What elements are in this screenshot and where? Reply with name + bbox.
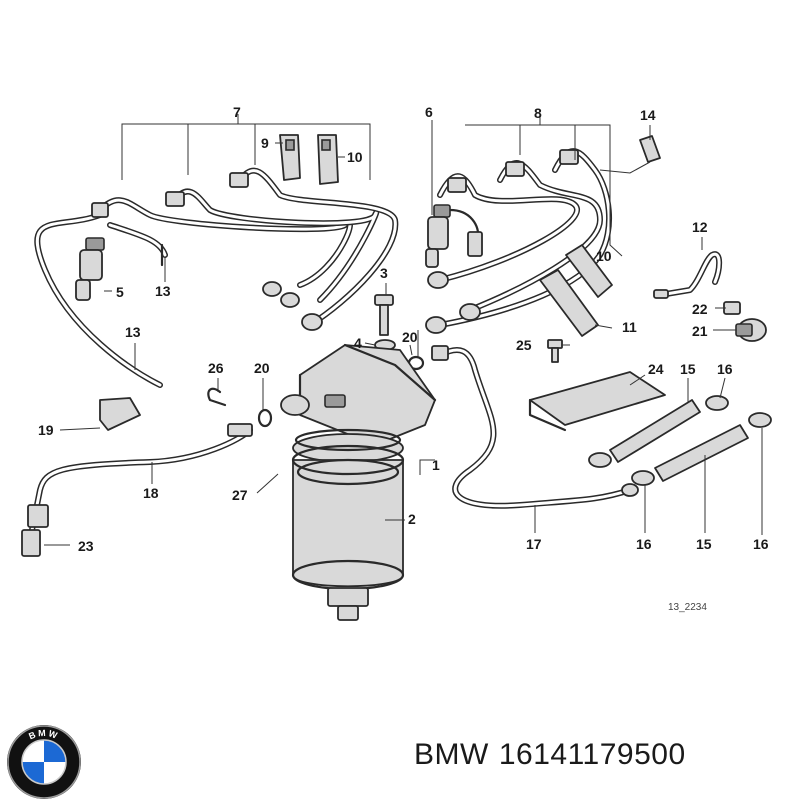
pipe-clips-right [539,244,613,337]
callout-13-lower: 13 [125,324,141,340]
callout-2: 2 [408,511,416,527]
pipe-nut [91,202,109,218]
drawing-number: 13_2234 [668,602,707,613]
injection-pipes-left [34,167,399,388]
fuel-filter [291,433,405,621]
pipe-nut [262,281,282,297]
callout-20-left: 20 [254,360,270,376]
callout-7: 7 [233,104,241,120]
callout-6: 6 [425,104,433,120]
pipe-nut [229,172,249,188]
brand-name: BMW [414,738,489,771]
callout-25: 25 [516,337,532,353]
callout-5: 5 [116,284,124,300]
pipe-nut [165,191,185,207]
part-caption: BMW 16141179500 [414,738,686,772]
callout-12: 12 [692,219,708,235]
parts-diagram: 1 2 3 4 5 6 7 8 9 10 10 11 12 13 13 14 1… [21,104,772,621]
svg-text:BMW: BMW [27,728,60,742]
part-14-sleeve [639,135,661,163]
seal-ring [294,428,402,452]
callout-8: 8 [534,105,542,121]
callout-13-upper: 13 [155,283,171,299]
callout-11: 11 [622,319,637,335]
callout-labels: 1 2 3 4 5 6 7 8 9 10 10 11 12 13 13 14 1… [38,104,769,613]
callout-27: 27 [232,487,248,503]
bmw-logo: BMW [7,725,81,799]
callout-10-top: 10 [347,149,363,165]
callout-15-lower: 15 [696,536,712,552]
parts-21-22 [723,301,767,342]
callout-23: 23 [78,538,94,554]
callout-16-right: 16 [753,536,769,552]
injection-pipes-right [425,148,613,334]
callout-22: 22 [692,301,708,317]
clip-26 [207,387,227,407]
callout-21: 21 [692,323,708,339]
callout-26: 26 [208,360,224,376]
callout-15-upper: 15 [680,361,696,377]
leader-lines [44,114,763,546]
filter-head [280,343,437,446]
pipe-clips-top [279,134,339,185]
callout-10-right: 10 [596,248,612,264]
bracket-24 [528,339,666,432]
callout-19: 19 [38,422,54,438]
part-number: 16141179500 [498,738,686,771]
callout-4: 4 [354,335,362,351]
logo-text: BMW [27,728,58,742]
callout-16-upper: 16 [717,361,733,377]
injector-left [75,237,105,301]
pipe-nut [301,313,323,331]
callout-20-upper: 20 [402,329,418,345]
callout-16-mid: 16 [636,536,652,552]
injector-right [425,204,451,268]
callout-24: 24 [648,361,664,377]
callout-14: 14 [640,107,656,123]
callout-1: 1 [432,457,440,473]
hoses-15 [588,395,772,486]
pipe-nut [280,292,300,308]
callout-9: 9 [261,135,269,151]
clip-19 [99,397,141,431]
callout-3: 3 [380,265,388,281]
callout-18: 18 [143,485,159,501]
callout-17: 17 [526,536,542,552]
